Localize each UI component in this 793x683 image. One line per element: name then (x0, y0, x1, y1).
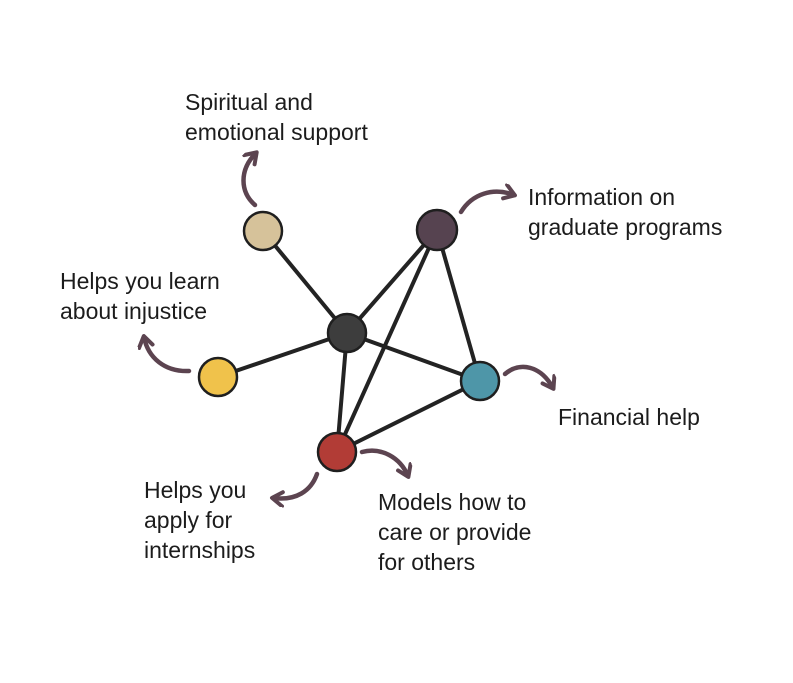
label-helps-you-apply-for-internships: Helps you apply for internships (144, 477, 256, 563)
label-helps-you-learn-about-injustice: Helps you learn about injustice (60, 268, 220, 324)
node-red (316, 431, 358, 473)
arrow-to-spiritual (241, 153, 257, 208)
arrow-to-models (359, 448, 408, 476)
edge-purple-teal (435, 228, 482, 383)
edge-yellow-gray (216, 331, 349, 379)
edge-tan-gray (261, 229, 349, 335)
label-information-on-graduate-programs: Information on graduate programs (528, 184, 723, 240)
edge-gray-purple (345, 228, 439, 335)
arrows-layer (144, 153, 553, 499)
arrow-to-internships (273, 471, 320, 499)
arrow-to-financial (502, 364, 553, 388)
node-teal (459, 360, 501, 402)
nodes-layer (197, 208, 501, 473)
node-yellow (197, 356, 239, 398)
node-purple (415, 208, 459, 252)
arrow-to-injustice (144, 337, 192, 374)
edge-gray-teal (345, 331, 482, 383)
edge-purple-red (335, 228, 439, 454)
node-gray (326, 312, 368, 354)
label-models-how-to-care: Models how to care or provide for others (378, 489, 532, 575)
edges-layer (216, 228, 482, 454)
node-tan (242, 210, 284, 252)
label-financial-help: Financial help (558, 404, 700, 430)
arrow-to-information (458, 192, 514, 215)
edge-red-teal (335, 379, 482, 454)
label-spiritual-emotional-support: Spiritual and emotional support (185, 89, 368, 145)
